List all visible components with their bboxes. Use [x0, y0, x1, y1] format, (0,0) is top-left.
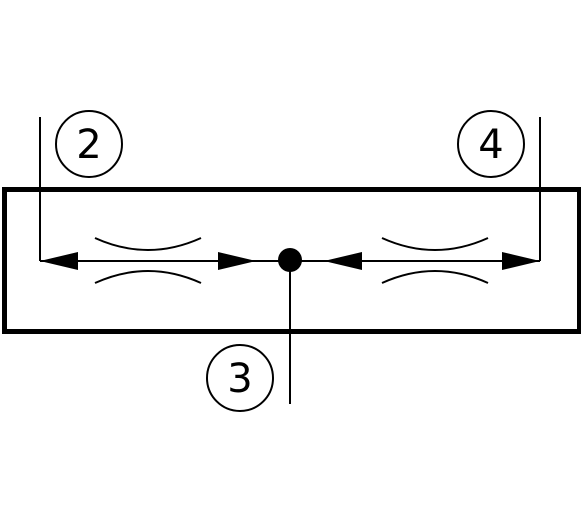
port-4-label: 4	[457, 110, 525, 178]
arrow-right-outer	[502, 252, 540, 270]
housing-box	[2, 187, 581, 334]
port-3-label-text: 3	[227, 356, 252, 402]
right-restrictor-icon	[381, 237, 489, 284]
arrow-left-inner	[218, 252, 256, 270]
port-3-label-circle	[206, 344, 274, 412]
port-2-label-text: 2	[76, 122, 101, 168]
port-2-label-circle	[55, 110, 123, 178]
junction-dot	[278, 248, 302, 272]
port-2-label: 2	[55, 110, 123, 178]
port-3-label: 3	[206, 344, 274, 412]
arrow-right-inner	[324, 252, 362, 270]
port-4-label-circle	[457, 110, 525, 178]
arrow-left-outer	[40, 252, 78, 270]
left-restrictor-icon	[94, 237, 202, 284]
port-4-label-text: 4	[478, 122, 503, 168]
